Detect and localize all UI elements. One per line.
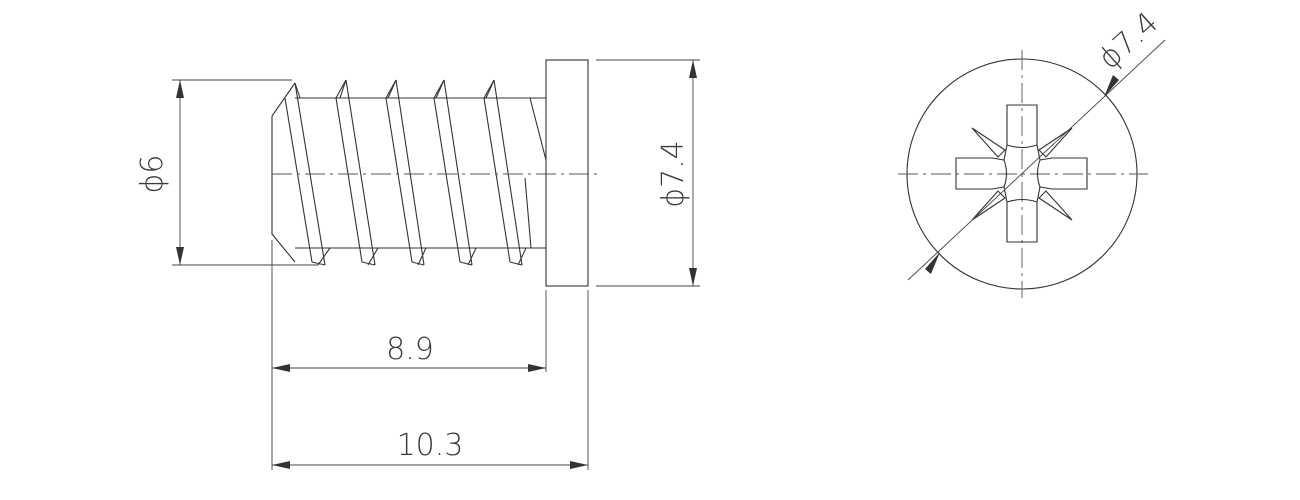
thread-diameter-label: ϕ6 xyxy=(135,155,170,194)
top-view: ϕ7.4 xyxy=(898,5,1165,298)
cross-recess xyxy=(955,104,1088,243)
head-diameter-side-dimension: ϕ7.4 xyxy=(596,59,700,287)
thread-length-dimension: 8.9 xyxy=(272,332,546,372)
thread-diameter-dimension: ϕ6 xyxy=(135,79,318,266)
side-view: ϕ6 ϕ7.4 8.9 10.3 xyxy=(135,59,700,470)
overall-length-label: 10.3 xyxy=(397,428,464,463)
screw-head xyxy=(545,59,589,287)
thread-helix xyxy=(284,79,547,266)
overall-length-dimension: 10.3 xyxy=(272,428,588,469)
thread-length-label: 8.9 xyxy=(386,332,434,367)
thread-body xyxy=(271,79,546,266)
head-diameter-top-label: ϕ7.4 xyxy=(1092,5,1166,76)
head-diameter-side-label: ϕ7.4 xyxy=(656,140,691,208)
